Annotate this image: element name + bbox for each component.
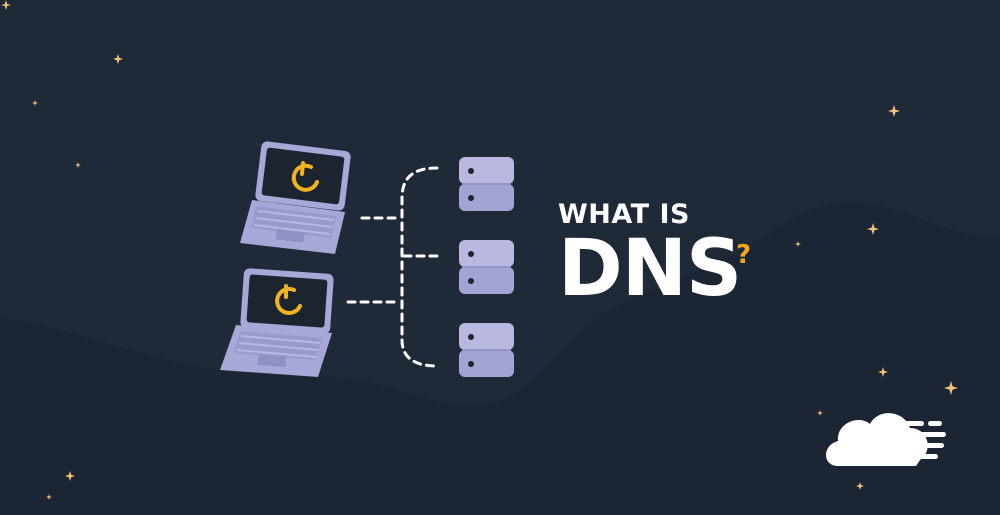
question-mark: ? — [736, 240, 752, 270]
sparkle-icon — [1, 0, 11, 10]
connectors — [346, 166, 439, 368]
sparkle-icon — [795, 241, 801, 247]
laptop-icon — [240, 141, 351, 254]
sparkle-icon — [944, 381, 958, 395]
sparkle-icon — [32, 100, 38, 106]
sparkle-icon — [856, 482, 864, 490]
sparkle-icon — [46, 494, 52, 500]
power-logo-icon — [291, 161, 319, 192]
sparkle-icon — [113, 54, 123, 64]
cloud-logo-icon — [826, 413, 946, 466]
sparkle-icon — [65, 471, 75, 481]
sparkle-icon — [867, 223, 879, 235]
power-logo-icon — [275, 284, 302, 315]
sparkle-icon — [878, 367, 888, 377]
background-wave — [0, 202, 1000, 515]
sparkle-icon — [817, 410, 823, 416]
connector-trunk — [400, 166, 439, 368]
server-icon — [459, 323, 514, 377]
heading: WHAT IS DNS ? — [558, 199, 751, 314]
server-icon — [459, 240, 514, 294]
laptop-icon — [220, 268, 334, 377]
stars — [1, 0, 958, 500]
sparkle-icon — [888, 105, 900, 117]
server-icon — [459, 157, 514, 211]
sparkle-icon — [75, 162, 81, 168]
heading-line-what-is: WHAT IS — [558, 199, 690, 230]
heading-line-dns: DNS — [558, 224, 742, 314]
